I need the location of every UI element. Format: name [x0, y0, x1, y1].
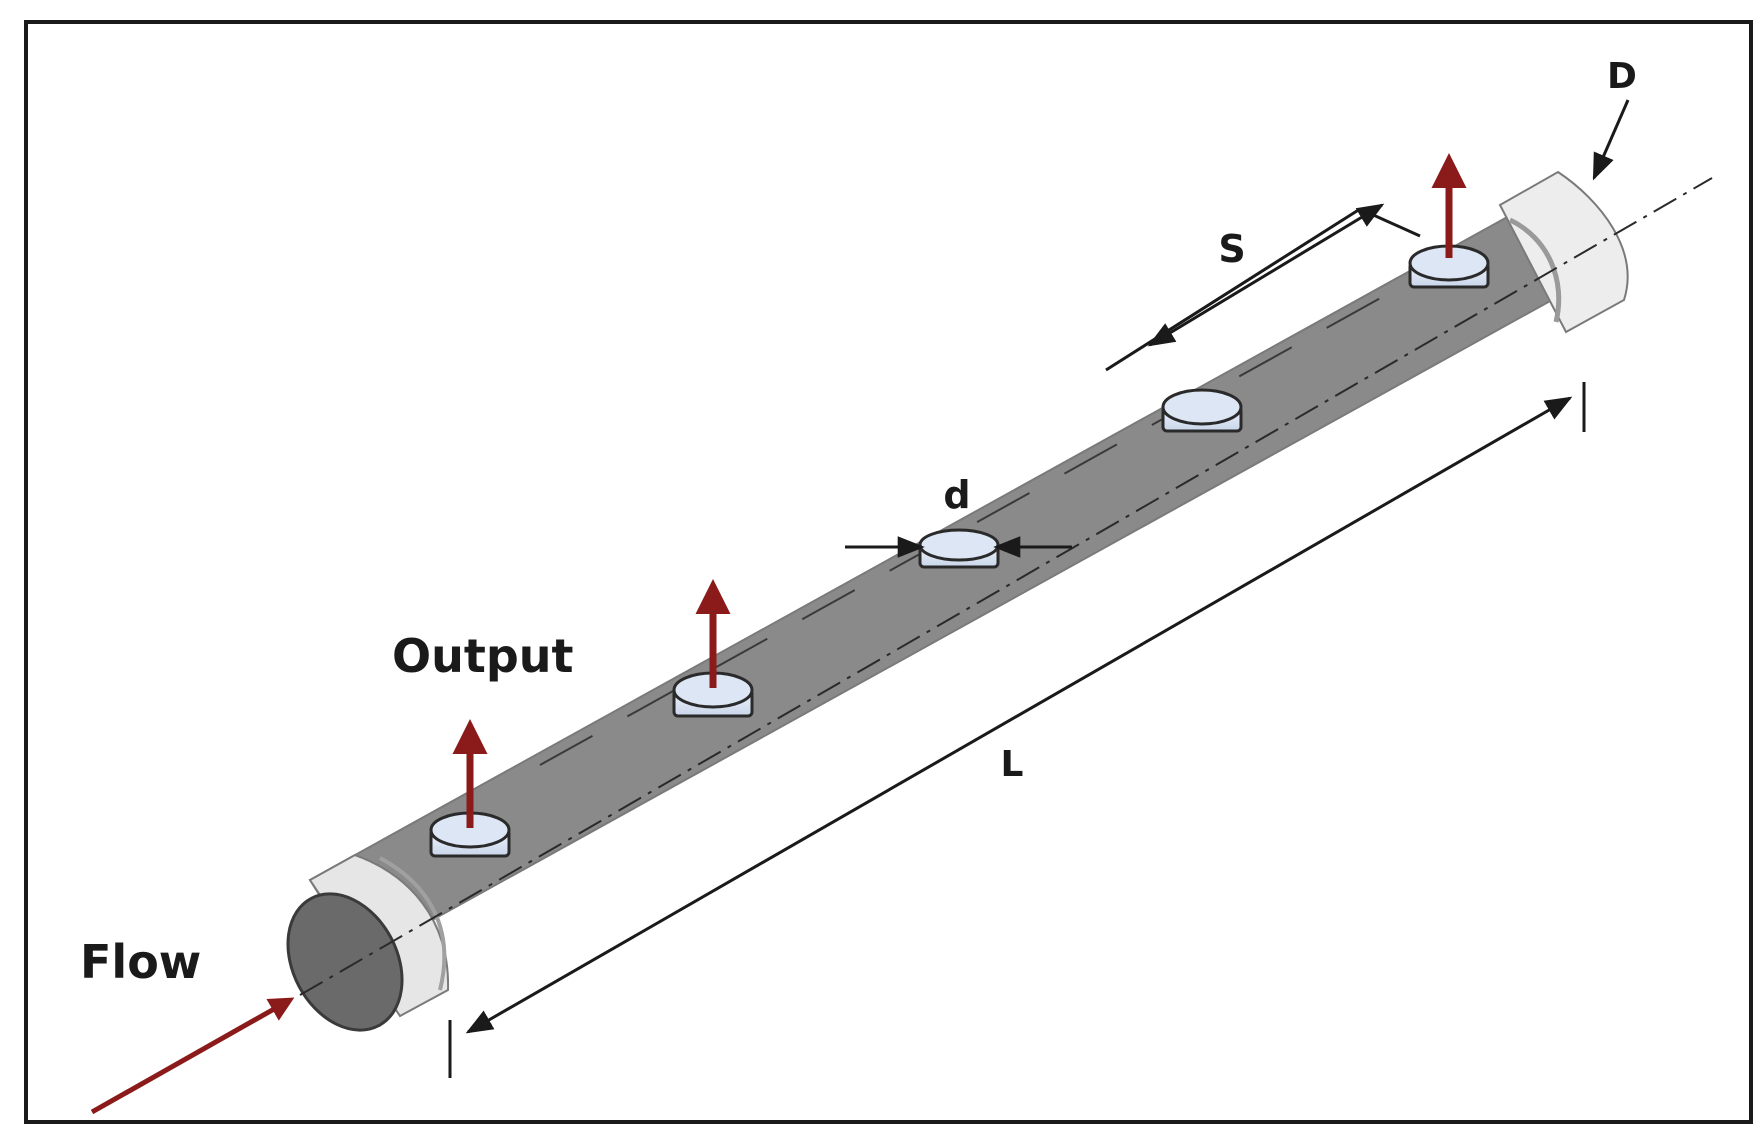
- flow-arrow: [90, 997, 295, 1115]
- output-port: [918, 528, 1000, 569]
- label-D: D: [1607, 56, 1637, 97]
- label-flow: Flow: [80, 935, 201, 989]
- pipe: [286, 170, 1713, 1032]
- label-d: d: [943, 473, 970, 517]
- label-output: Output: [392, 629, 574, 683]
- port-guide-line: [539, 275, 1421, 766]
- pipe-inlet-face: [286, 892, 404, 1032]
- figure-frame: [24, 20, 1753, 1124]
- pipe-centerline: [299, 177, 1713, 996]
- label-S: S: [1218, 227, 1245, 271]
- label-L: L: [1001, 744, 1024, 785]
- pipe-right-collar-groove: [1508, 217, 1562, 323]
- spacing-dimension: [1105, 203, 1421, 372]
- length-dimension: [448, 382, 1586, 1078]
- pipe-left-collar-groove: [379, 856, 447, 991]
- output-port: [1161, 388, 1243, 433]
- output-port: [1408, 244, 1490, 289]
- diameter-leader-arrow: [1592, 99, 1630, 181]
